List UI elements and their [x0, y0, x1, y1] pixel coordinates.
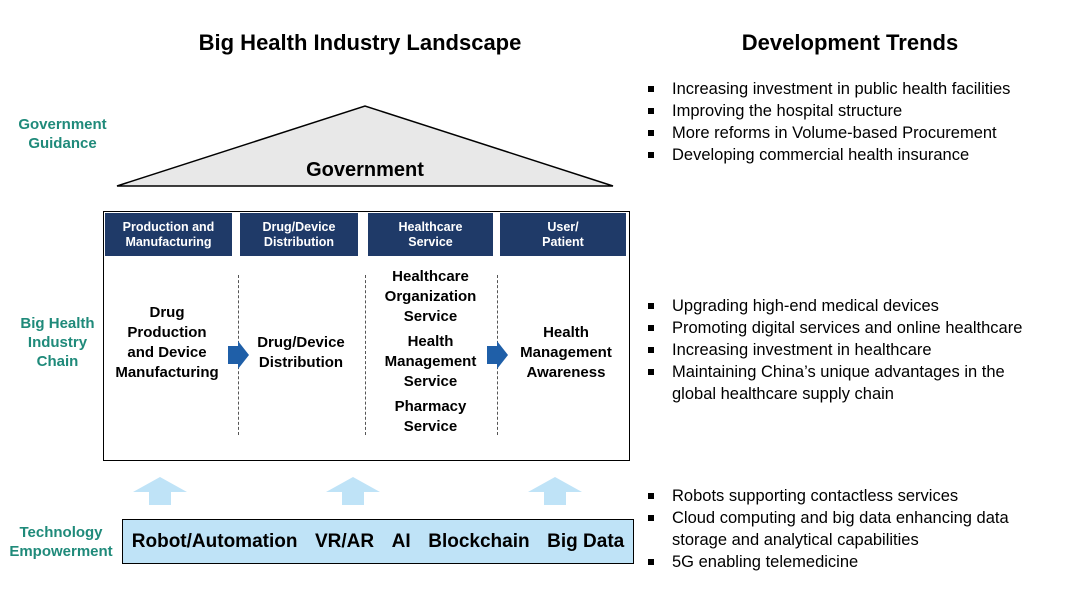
divider-2	[365, 275, 366, 435]
pharmacy-service-cell: Pharmacy Service	[394, 398, 467, 435]
trends-title: Development Trends	[741, 30, 959, 55]
government-triangle	[116, 105, 614, 187]
arrow-up-icon	[133, 477, 187, 505]
government-roof	[116, 105, 614, 187]
drug-distribution-cell: Drug/Device Distribution	[257, 334, 345, 371]
healthcare-org-service-cell: Healthcare Organization Service	[384, 268, 477, 325]
tech-ai: AI	[391, 530, 411, 552]
tech-big-data: Big Data	[547, 530, 625, 552]
trend-item: Increasing investment in public health f…	[644, 78, 1064, 100]
government-guidance-label: Government Guidance	[18, 116, 107, 152]
chain-arrow-1	[228, 341, 249, 369]
drug-production-cell: Drug Production and Device Manufacturing	[115, 304, 219, 381]
technology-trends-list: Robots supporting contactless services C…	[644, 485, 1044, 573]
arrow-up-icon	[528, 477, 582, 505]
landscape-title: Big Health Industry Landscape	[198, 30, 522, 55]
chain-arrow-2	[487, 341, 508, 369]
trend-item: Increasing investment in healthcare	[644, 339, 1044, 361]
trend-item: 5G enabling telemedicine	[644, 551, 1044, 573]
tech-robot-automation: Robot/Automation	[131, 530, 298, 552]
government-trends-list: Increasing investment in public health f…	[644, 78, 1064, 166]
industry-trends-list: Upgrading high-end medical devices Promo…	[644, 295, 1044, 405]
industry-chain-label: Big Health Industry Chain	[20, 315, 95, 370]
tech-blockchain: Blockchain	[428, 530, 530, 552]
tech-vr-ar: VR/AR	[315, 530, 375, 552]
trend-item: Maintaining China’s unique advantages in…	[644, 361, 1044, 405]
government-text: Government	[306, 159, 424, 181]
trend-item: Improving the hospital structure	[644, 100, 1064, 122]
trend-item: Cloud computing and big data enhancing d…	[644, 507, 1044, 551]
up-arrow-3	[528, 477, 582, 505]
trend-item: Promoting digital services and online he…	[644, 317, 1044, 339]
up-arrow-2	[326, 477, 380, 505]
trend-item: Developing commercial health insurance	[644, 144, 1064, 166]
header-user-patient: User/Patient	[500, 213, 626, 256]
trend-item: Robots supporting contactless services	[644, 485, 1044, 507]
trend-item: More reforms in Volume-based Procurement	[644, 122, 1064, 144]
health-management-service-cell: Health Management Service	[384, 333, 477, 390]
arrow-right-icon	[487, 341, 508, 369]
arrow-right-icon	[228, 341, 249, 369]
health-awareness-cell: Health Management Awareness	[520, 324, 612, 381]
technology-empowerment-label: Technology Empowerment	[9, 524, 113, 560]
arrow-up-icon	[326, 477, 380, 505]
technology-bar: Robot/Automation VR/AR AI Blockchain Big…	[122, 519, 634, 564]
up-arrow-1	[133, 477, 187, 505]
trend-item: Upgrading high-end medical devices	[644, 295, 1044, 317]
